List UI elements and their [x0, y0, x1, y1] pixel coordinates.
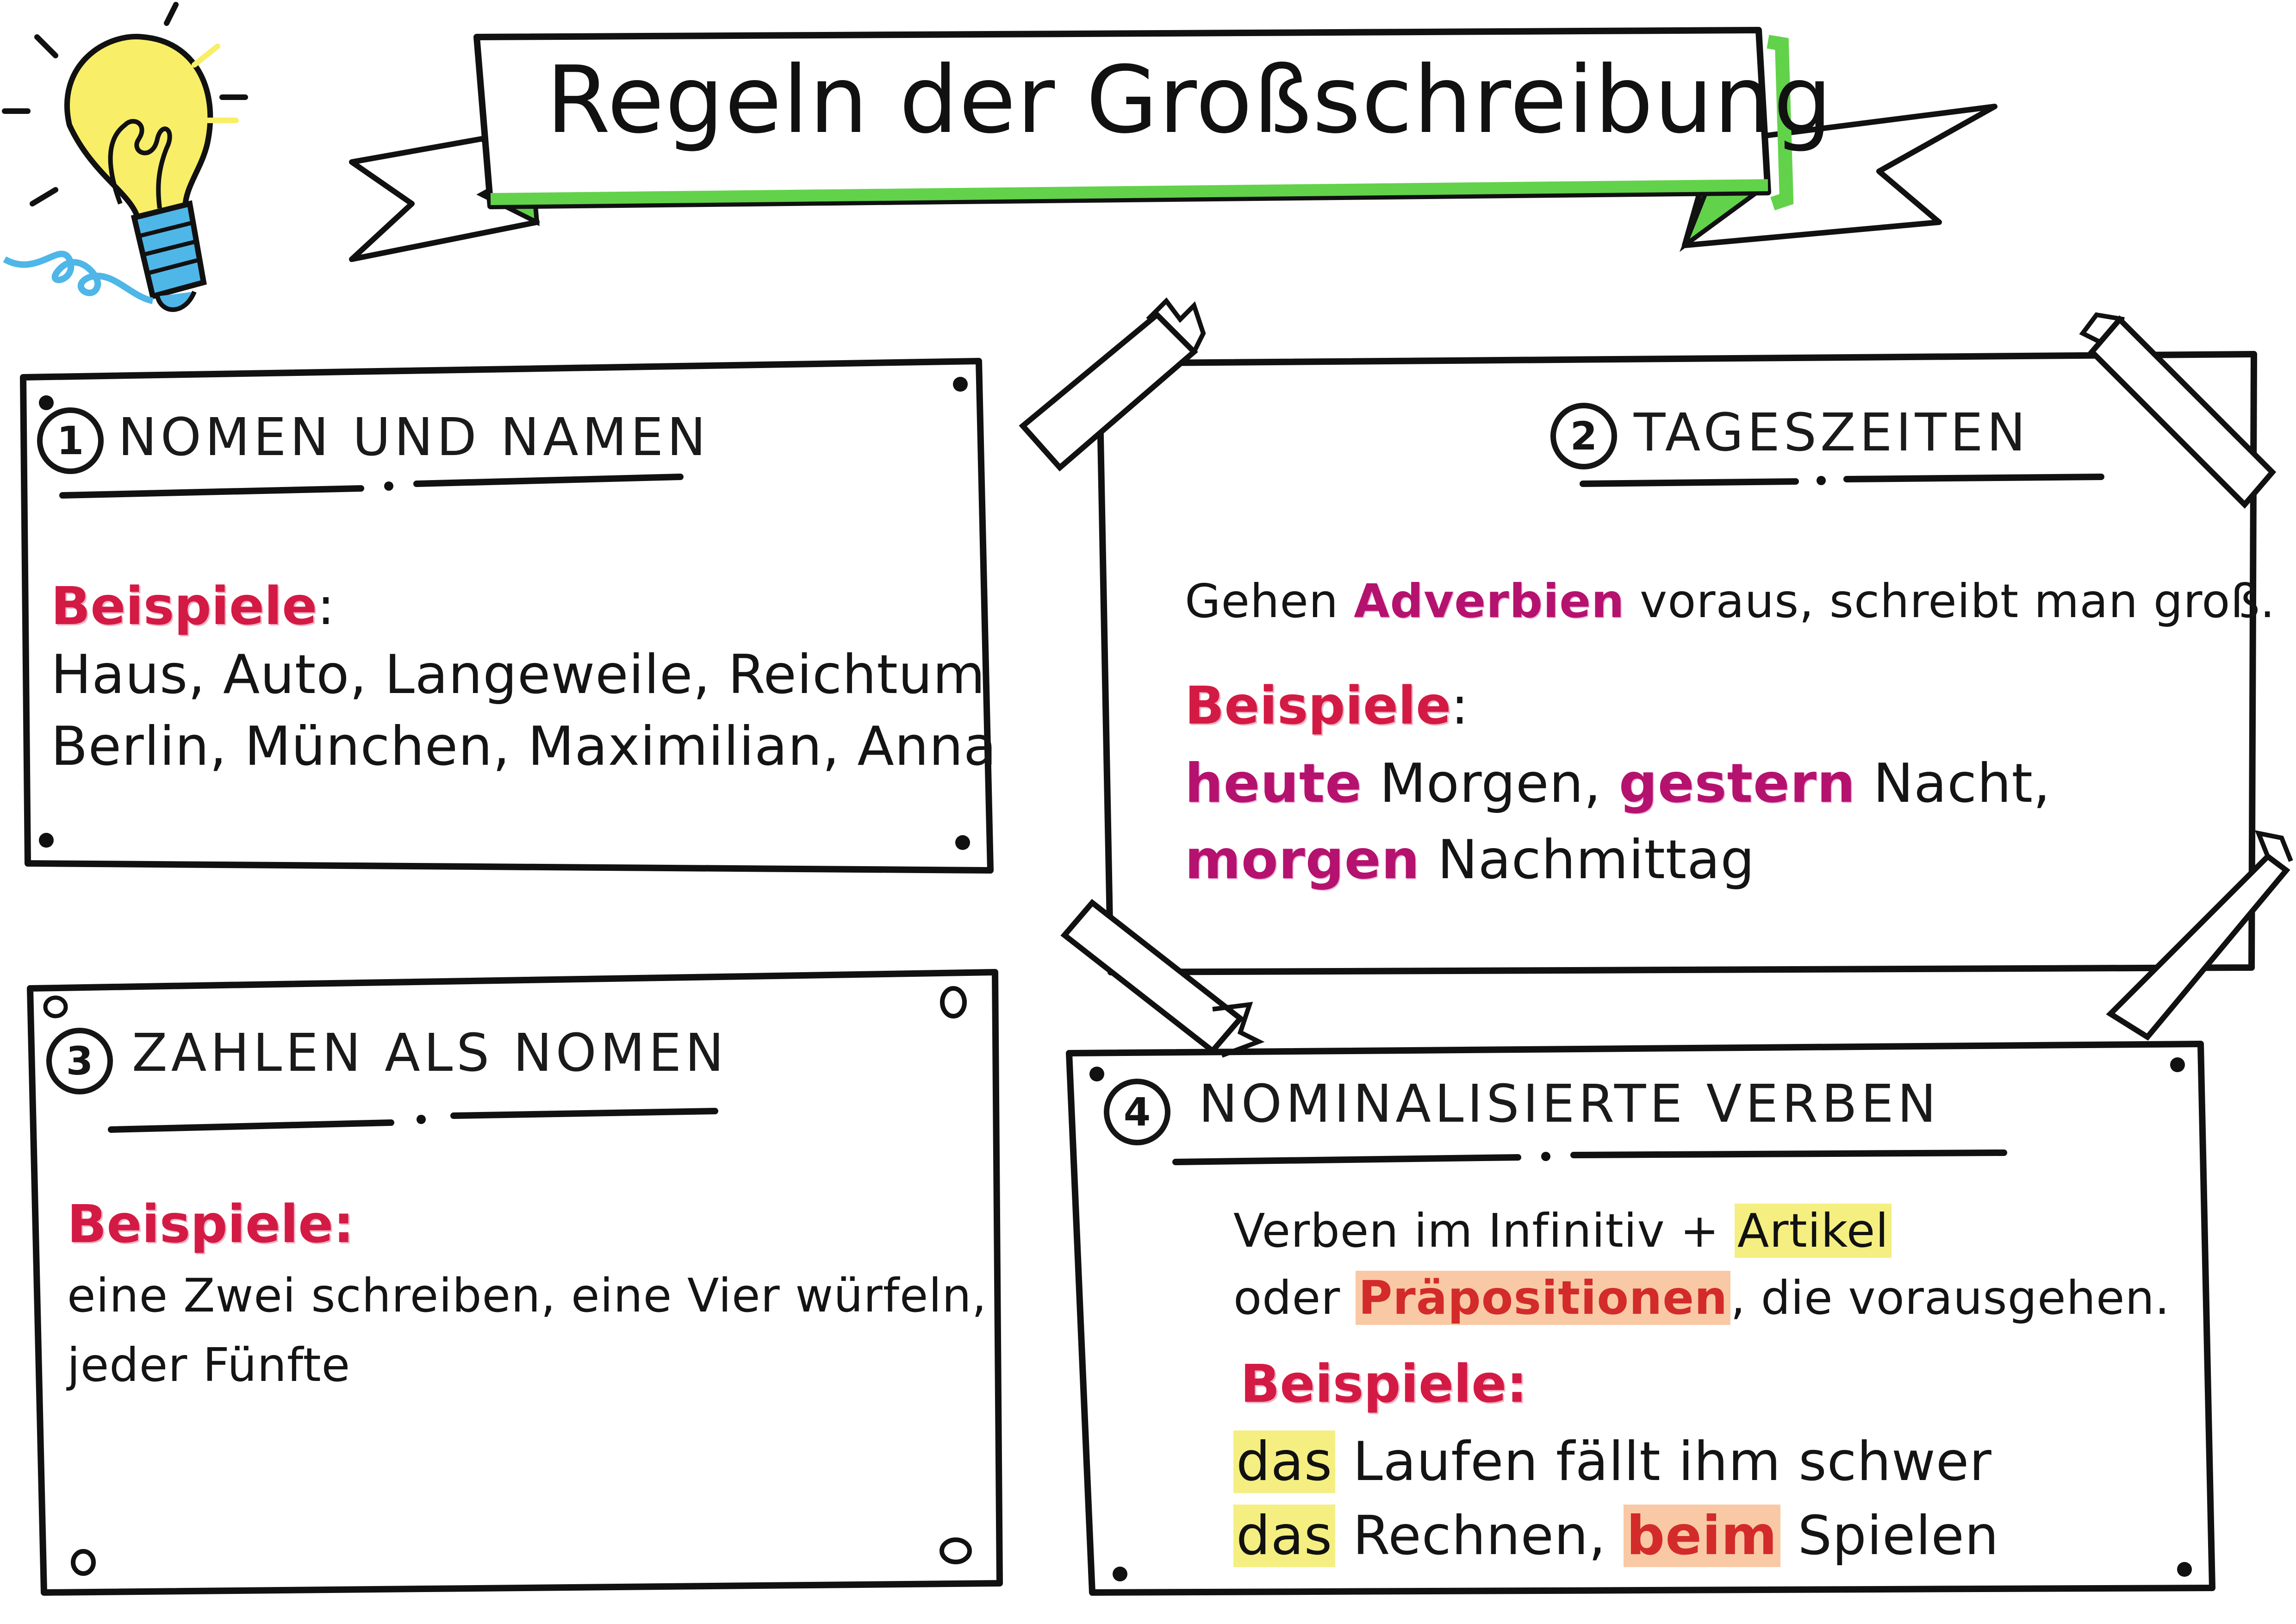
highlight-word: das — [1233, 1430, 1336, 1493]
plain-text: Rechnen, — [1335, 1505, 1624, 1567]
rule-before: Gehen — [1185, 574, 1354, 628]
label-text: Beispiele — [51, 576, 317, 637]
rule-before: oder — [1233, 1271, 1356, 1325]
lightbulb-icon — [2, 2, 248, 312]
label-colon: : — [1451, 676, 1468, 736]
rule-text-2: Gehen Adverbien voraus, schreibt man gro… — [1185, 574, 2275, 628]
rule-after: voraus, schreibt man groß. — [1624, 574, 2276, 628]
highlight-word: heute — [1185, 752, 1362, 815]
plain-text: Nachmittag — [1420, 829, 1755, 891]
example-line: heute Morgen, gestern Nacht, — [1185, 752, 2051, 815]
highlight-word: beim — [1624, 1505, 1780, 1567]
section-heading-1: NOMEN UND NAMEN — [118, 407, 709, 468]
examples-label-4: Beispiele: — [1240, 1354, 1527, 1414]
label-colon: : — [317, 576, 335, 637]
section-heading-4: NOMINALISIERTE VERBEN — [1199, 1074, 1940, 1134]
example-line: jeder Fünfte — [67, 1338, 351, 1392]
section-heading-3: ZAHLEN ALS NOMEN — [132, 1023, 728, 1083]
examples-label-3: Beispiele: — [67, 1194, 354, 1255]
box-2-frame — [1096, 351, 2257, 975]
box-1-frame — [20, 358, 994, 874]
box-3-frame — [27, 969, 1003, 1596]
title-banner — [349, 27, 1997, 262]
examples-label-1: Beispiele: — [51, 576, 335, 637]
plain-text: Spielen — [1780, 1505, 1999, 1567]
tape-icon — [1019, 297, 2293, 1058]
label-text: Beispiele: — [1240, 1354, 1528, 1414]
example-line: morgen Nachmittag — [1185, 829, 1755, 891]
example-line: das Rechnen, beim Spielen — [1233, 1505, 1999, 1567]
rule-after: , die vorausgehen. — [1730, 1271, 2170, 1325]
page-title: Regeln der Großschreibung — [546, 46, 1833, 154]
label-text: Beispiele — [1185, 676, 1451, 736]
rule-text-4a: Verben im Infinitiv + Artikel — [1233, 1204, 1892, 1258]
label-text: Beispiele: — [67, 1194, 355, 1255]
rule-before: Verben im Infinitiv + — [1233, 1204, 1735, 1258]
example-line: Haus, Auto, Langeweile, Reichtum — [51, 643, 986, 706]
box-4-frame — [1066, 1041, 2215, 1596]
section-heading-2: TAGESZEITEN — [1634, 403, 2029, 463]
section-number-1: 1 — [37, 407, 104, 474]
plain-text: Nacht, — [1855, 752, 2051, 815]
rule-highlight: Adverbien — [1354, 574, 1625, 628]
plain-text: Laufen fällt ihm schwer — [1335, 1430, 1992, 1493]
section-number-4: 4 — [1104, 1079, 1170, 1145]
rule-highlight: Artikel — [1735, 1204, 1892, 1258]
section-number-3: 3 — [46, 1028, 113, 1094]
example-line: Berlin, München, Maximilian, Anna — [51, 715, 997, 778]
example-line: eine Zwei schreiben, eine Vier würfeln, — [67, 1268, 987, 1323]
example-line: das Laufen fällt ihm schwer — [1233, 1430, 1992, 1493]
section-number-2: 2 — [1550, 403, 1617, 469]
highlight-word: das — [1233, 1505, 1336, 1567]
highlight-word: gestern — [1618, 752, 1856, 815]
rule-text-4b: oder Präpositionen, die vorausgehen. — [1233, 1271, 2170, 1325]
pin-icon — [43, 986, 972, 1576]
plain-text: Morgen, — [1362, 752, 1619, 815]
highlight-word: morgen — [1185, 829, 1420, 891]
examples-label-2: Beispiele: — [1185, 676, 1468, 736]
rule-highlight: Präpositionen — [1356, 1271, 1731, 1325]
